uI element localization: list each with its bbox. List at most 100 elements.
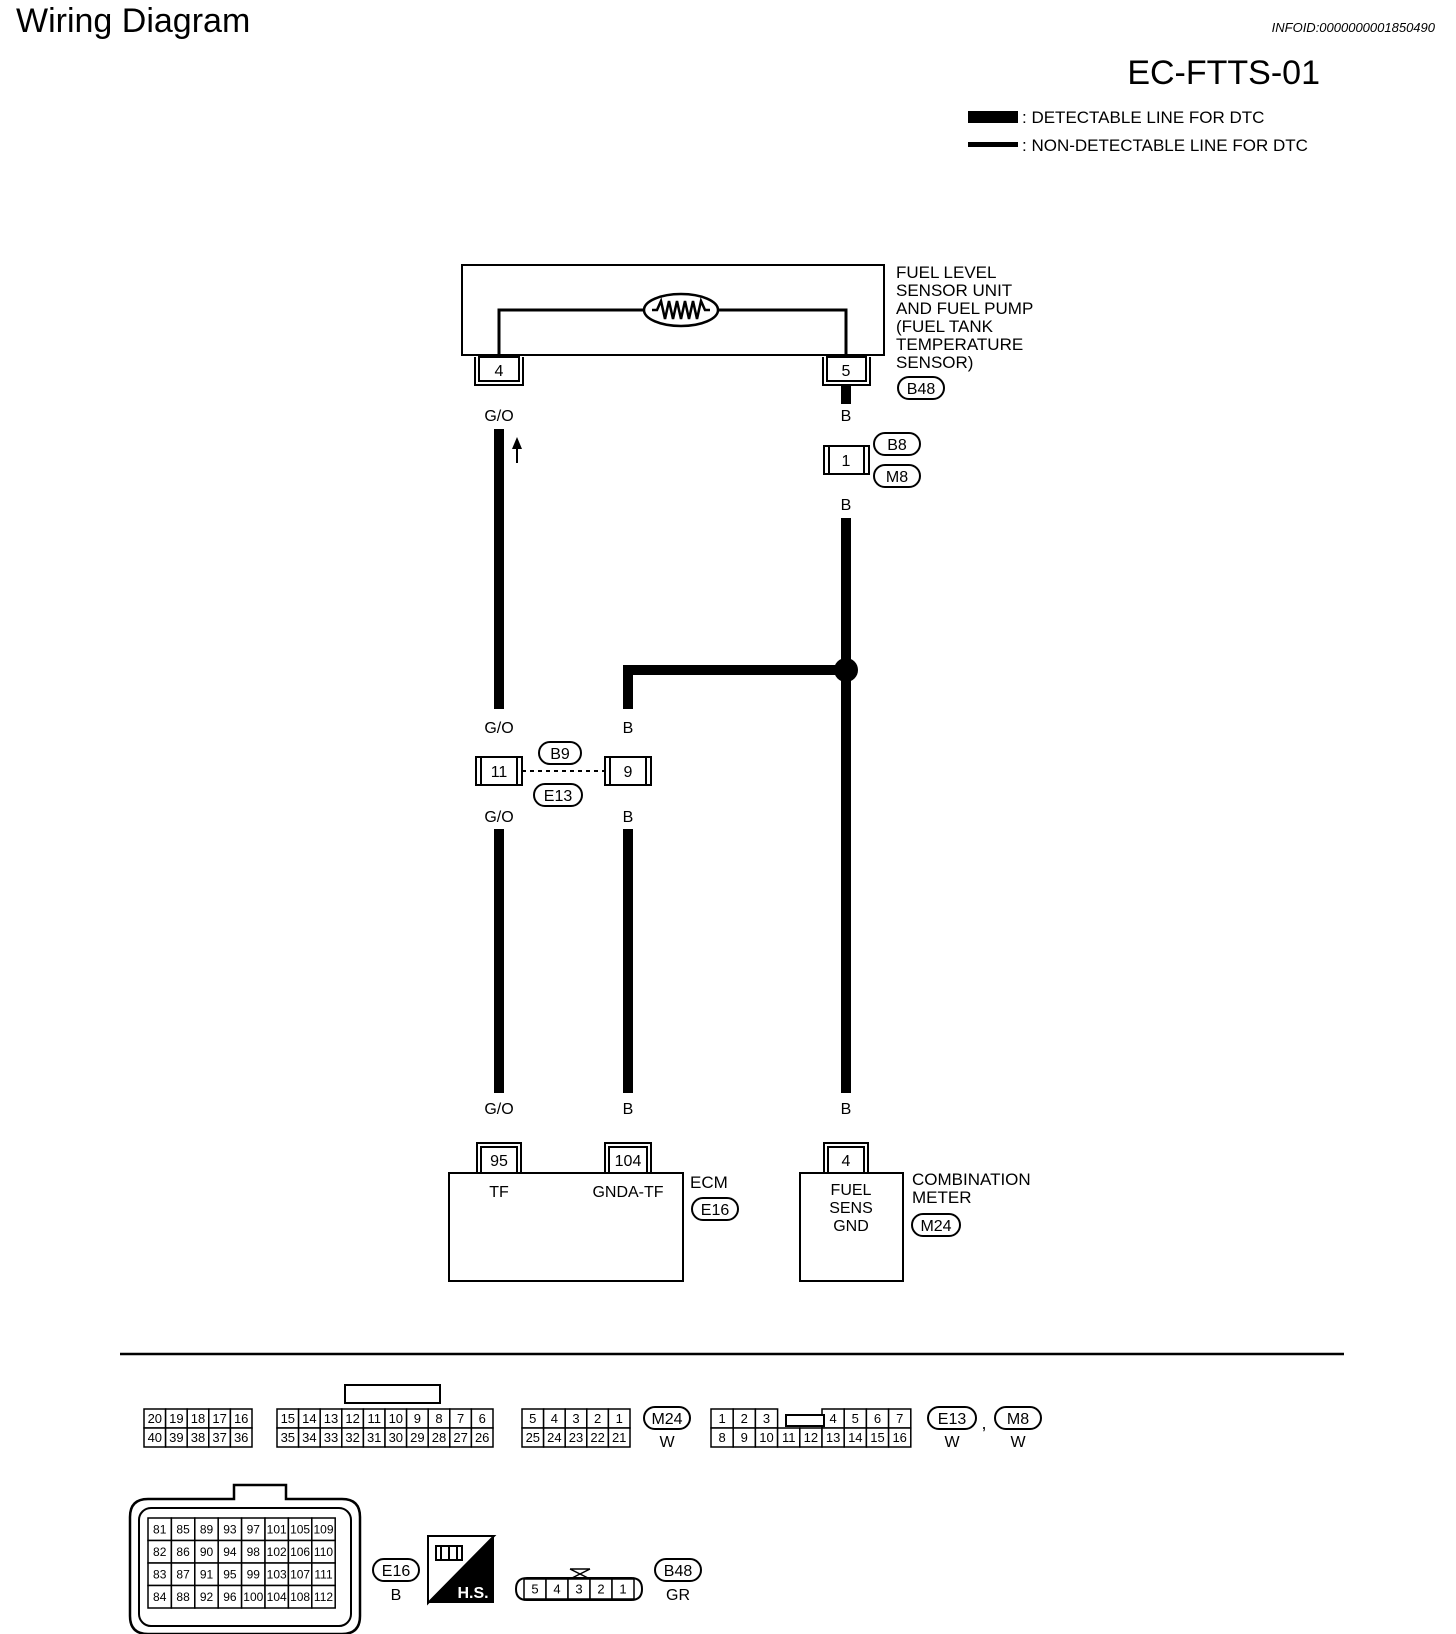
- wire-color-go: G/O: [484, 809, 513, 826]
- e13-pin-pin-label: 11: [782, 1430, 796, 1445]
- e16-pin-pin-label: 81: [153, 1523, 167, 1537]
- meter-terminal-line: FUEL: [831, 1182, 872, 1199]
- m24-pin-pin-label: 18: [191, 1411, 205, 1426]
- b48-pin-pin-label: 3: [575, 1582, 582, 1597]
- m24-pin-pin-label: 1: [616, 1411, 623, 1426]
- joint-b9-e13-pin-11-label: 11: [491, 764, 508, 781]
- connector-tag-m24: [911, 1213, 961, 1237]
- legend: : DETECTABLE LINE FOR DTC : NON-DETECTAB…: [968, 108, 1308, 155]
- wire-color-b: B: [841, 408, 852, 425]
- e16-pin-pin-label: 90: [200, 1545, 214, 1559]
- combination-meter: 4 FUEL SENS GND COMBINATION METER M24: [799, 1142, 1031, 1282]
- joint-b9-e13-pin-9: [609, 756, 647, 786]
- b48-unused-cavity-mark: [569, 1568, 591, 1580]
- connector-tag-e16-text: E16: [701, 1202, 730, 1219]
- m24-pin-pin-label: 40: [148, 1430, 162, 1445]
- m24-pin-pin-label: 21: [612, 1430, 626, 1445]
- e16-pin-pin-label: 97: [247, 1523, 261, 1537]
- sensor-name-line: (FUEL TANK: [896, 317, 994, 336]
- connector-tag-m24-text: M24: [920, 1218, 951, 1235]
- e13-pin-pin-label: 4: [829, 1411, 836, 1426]
- wire-color-labels: G/O B B G/O B G/O B G/O B B: [484, 408, 851, 1118]
- m24-pin-pin-label: 6: [479, 1411, 486, 1426]
- m24-latch: [344, 1384, 441, 1404]
- connector-tag-b9: [538, 741, 582, 765]
- e16-pin-pin-label: 84: [153, 1590, 167, 1604]
- m24-pin-pin-label: 14: [302, 1411, 316, 1426]
- ecm-terminal-gnda-tf: GNDA-TF: [592, 1184, 663, 1201]
- sensor-name: FUEL LEVEL SENSOR UNIT AND FUEL PUMP (FU…: [896, 263, 1033, 372]
- m24-pin-pin-label: 19: [169, 1411, 183, 1426]
- m24-pin-pin-label: 31: [367, 1430, 381, 1445]
- e16-pin-pin-label: 103: [267, 1568, 287, 1582]
- joint-b9-e13-pin-9-label: 9: [624, 764, 633, 781]
- e16-pin-pin-label: 95: [223, 1568, 237, 1582]
- e13-pin-pin-label: 10: [759, 1430, 773, 1445]
- e13-pin-pin-label: 2: [741, 1411, 748, 1426]
- e13-pin-pin-label: 12: [804, 1430, 818, 1445]
- m24-pin-pin-label: 27: [453, 1430, 467, 1445]
- m24-pin-pin-label: 34: [302, 1430, 316, 1445]
- meter-pin-4-label: 4: [842, 1153, 851, 1170]
- connector-view-e13-color: W: [944, 1434, 960, 1451]
- m24-pin-pin-label: 7: [457, 1411, 464, 1426]
- e13-pin-pin-label: 3: [763, 1411, 770, 1426]
- info-id: INFOID:0000000001850490: [1272, 20, 1436, 35]
- connector-view-b48-color: GR: [666, 1587, 690, 1604]
- connector-tag-b9-text: B9: [550, 746, 570, 763]
- connector-view-separator: ,: [981, 1413, 986, 1433]
- signal-arrow-head: [512, 437, 522, 449]
- e16-pin-pin-label: 83: [153, 1568, 167, 1582]
- e16-pin-pin-label: 92: [200, 1590, 214, 1604]
- joint-b8-m8-pin: 1: [842, 453, 851, 470]
- meter-box: [799, 1172, 904, 1282]
- b48-pin-pin-label: 1: [619, 1582, 626, 1597]
- e16-pin-pin-label: 86: [176, 1545, 190, 1559]
- m24-pin-pin-label: 23: [569, 1430, 583, 1445]
- e13-pin-pin-label: 15: [870, 1430, 884, 1445]
- connector-view-e13-id: E13: [938, 1411, 967, 1428]
- b48-pin-pin-label: 2: [597, 1582, 604, 1597]
- connector-tag-m8: [873, 464, 921, 488]
- e16-pin-pin-label: 93: [223, 1523, 237, 1537]
- e16-pin-pin-label: 112: [314, 1590, 333, 1604]
- e16-pin-pin-label: 89: [200, 1523, 214, 1537]
- meter-name-line: METER: [912, 1188, 972, 1207]
- m24-pin-pin-label: 16: [234, 1411, 248, 1426]
- ecm-name: ECM: [690, 1173, 728, 1192]
- connector-tag-e13: [533, 783, 583, 807]
- e16-pin-pin-label: 106: [290, 1545, 310, 1559]
- non-detectable-line-swatch: [968, 142, 1018, 147]
- e16-pin-pin-label: 111: [314, 1568, 333, 1582]
- e16-pin-pin-label: 102: [267, 1545, 287, 1559]
- sensor-name-line: SENSOR UNIT: [896, 281, 1012, 300]
- sensor-pin-4: 4: [474, 356, 524, 386]
- connector-tag-e16: [691, 1197, 739, 1221]
- m24-pin-pin-label: 12: [345, 1411, 359, 1426]
- m24-pin-pin-label: 9: [414, 1411, 421, 1426]
- m24-pin-pin-label: 39: [169, 1430, 183, 1445]
- m24-pin-pin-label: 32: [345, 1430, 359, 1445]
- e16-pin-pin-label: 88: [176, 1590, 190, 1604]
- m24-pin-pin-label: 24: [547, 1430, 561, 1445]
- wire-b-branch: [623, 665, 846, 709]
- m24-pin-cell: [470, 1427, 494, 1448]
- e16-pin-pin-label: 108: [290, 1590, 310, 1604]
- e13-key-slot: [785, 1414, 825, 1427]
- ecm-pin-104: 104: [604, 1142, 652, 1174]
- b48-pin-cell: [611, 1578, 635, 1600]
- m24-pin-pin-label: 36: [234, 1430, 248, 1445]
- wire-color-b: B: [623, 809, 634, 826]
- e13-pin-pin-label: 13: [826, 1430, 840, 1445]
- harness-side-icon: H.S.: [427, 1535, 497, 1606]
- ecm-unit: 95 104 TF GNDA-TF ECM E16: [448, 1142, 739, 1282]
- connector-tag-b48: [897, 376, 945, 400]
- sensor-pin-4-label: 4: [495, 363, 504, 380]
- m24-pin-pin-label: 28: [432, 1430, 446, 1445]
- m24-pin-pin-label: 2: [594, 1411, 601, 1426]
- connector-view-m8-id: M8: [1007, 1411, 1029, 1428]
- connector-view-tag-e13: [927, 1406, 977, 1430]
- e16-pin-pin-label: 109: [313, 1523, 333, 1537]
- sensor-pin-5-label: 5: [842, 363, 851, 380]
